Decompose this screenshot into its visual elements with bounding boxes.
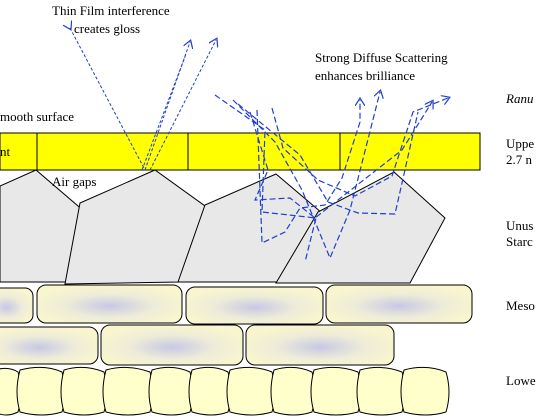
starch-cell [64,169,206,285]
meso-cell [0,326,99,365]
epidermis-fragment-label: nt [0,144,11,159]
lower-cell [60,366,108,416]
mesophyll-row-2 [0,324,395,366]
diagram-heading-label: Ranu [505,91,534,106]
lower-cell [270,366,316,416]
meso-label: Meso [506,298,535,313]
annotations: Thin Film interference creates gloss Str… [0,3,448,189]
meso-cell [100,324,244,366]
meso-cell [36,284,183,324]
lower-cell [148,366,194,416]
diffuse-label-line2: enhances brilliance [315,68,415,83]
mesophyll-row-1 [0,284,473,325]
lower-cell [356,366,406,416]
thin-film-label-line2: creates gloss [74,21,140,36]
lower-label: Lowe [506,373,536,388]
lower-cell [102,366,154,416]
lower-cell [188,366,232,416]
diffuse-label-line1: Strong Diffuse Scattering [315,50,448,65]
meso-cell [0,287,34,324]
meso-cell [325,284,473,324]
meso-cell [245,324,395,366]
starch-cell [177,173,323,283]
lower-cell [310,366,362,416]
layer-labels: Ranu Uppe 2.7 n Unus Starc Meso Lowe [505,91,536,388]
meso-cell [185,286,324,325]
lower-cell [400,366,450,416]
thin-film-label-line1: Thin Film interference [52,3,170,18]
air-gaps-label: Air gaps [52,174,96,189]
thin-film-rays [70,28,216,171]
starch-layer [0,169,446,285]
diffuse-scattering-rays [214,92,448,263]
starch-cell [275,171,446,284]
lower-epidermis-layer [0,366,450,416]
upper-epidermis-layer [0,132,481,171]
lower-cell [226,366,276,416]
upper-label-line1: Uppe [506,136,534,151]
smooth-surface-label: mooth surface [0,109,74,124]
unusual-label-line1: Unus [506,218,533,233]
unusual-label-line2: Starc [506,234,533,249]
upper-label-line2: 2.7 n [506,152,533,167]
lower-cell [16,366,66,416]
